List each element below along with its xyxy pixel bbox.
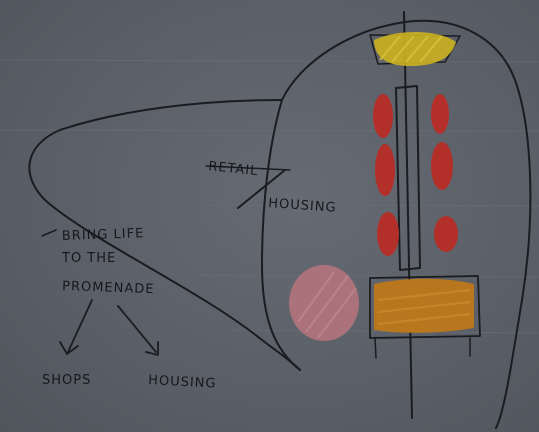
label-shops: SHOPS — [42, 373, 91, 388]
label-bring-life-1: BRING LIFE — [62, 226, 145, 244]
red-block — [377, 212, 399, 256]
arrow-to-housing — [118, 306, 158, 355]
label-bring-life-2: TO THE — [61, 251, 116, 266]
orange-block — [374, 279, 474, 333]
red-block — [373, 94, 393, 138]
yellow-block-fill — [374, 32, 456, 66]
label-housing-bottom: HOUSING — [148, 373, 217, 392]
red-block — [434, 216, 458, 252]
bring-life-dash — [42, 230, 56, 236]
arrow-to-shops — [60, 300, 92, 354]
label-bring-life-3: PROMENADE — [62, 279, 155, 297]
red-block — [375, 144, 395, 196]
label-retail: RETAIL — [208, 159, 259, 179]
central-axis-line — [404, 12, 412, 418]
red-housing-blocks-right — [431, 94, 458, 252]
label-housing-block: HOUSING — [268, 196, 337, 216]
red-block — [431, 142, 453, 190]
red-housing-blocks-left — [373, 94, 399, 256]
red-block — [431, 94, 449, 134]
orange-tick-left — [375, 338, 376, 358]
